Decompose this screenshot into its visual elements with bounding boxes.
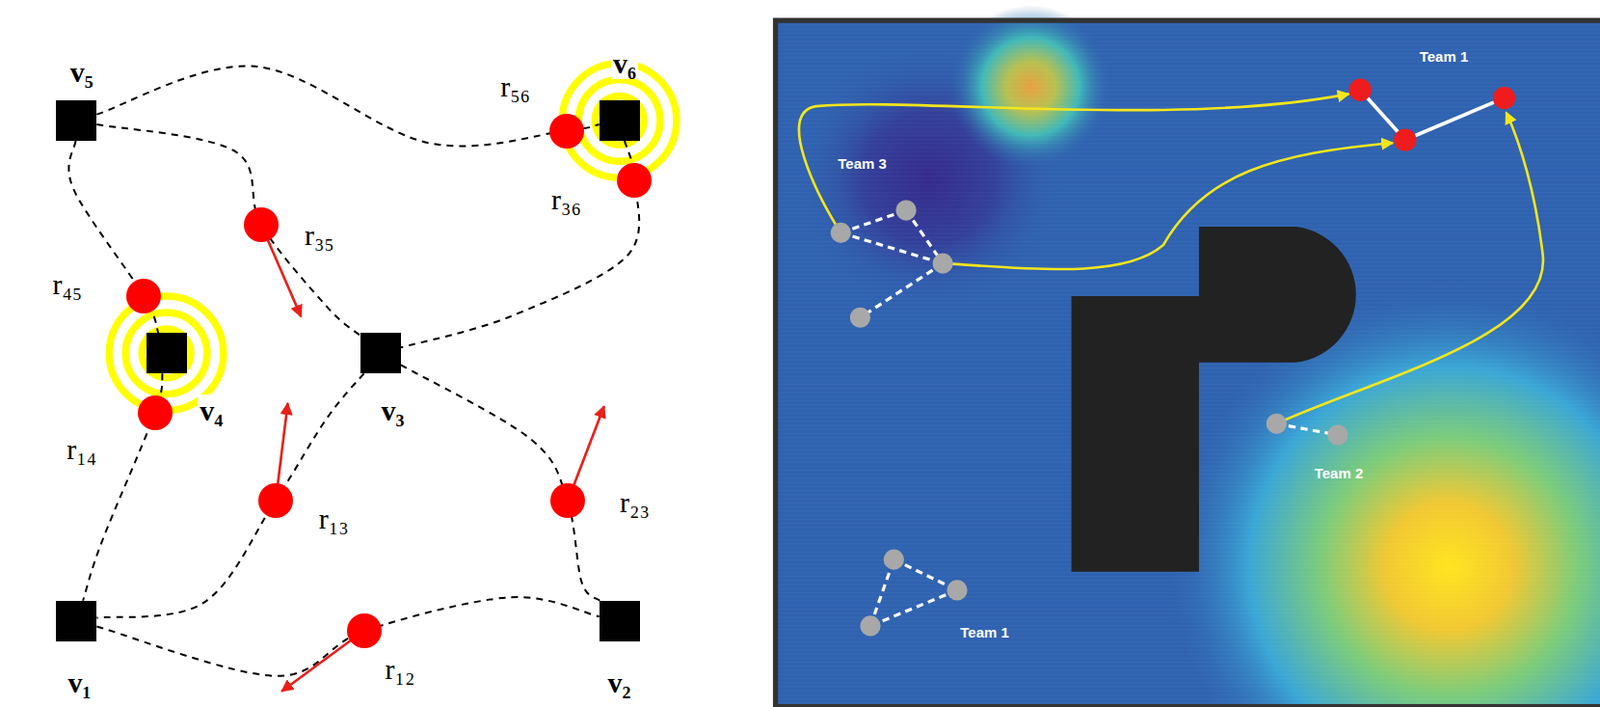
robot-label: r₅₆ bbox=[498, 70, 533, 103]
robot-dot: r₁₃ bbox=[258, 482, 294, 518]
graph-edge bbox=[96, 124, 361, 336]
graph-edge bbox=[96, 373, 364, 617]
robot-label: r₄₅ bbox=[50, 267, 84, 300]
robot-dot: r₁₄ bbox=[137, 395, 173, 430]
robot-label: r₁₄ bbox=[64, 432, 99, 465]
graph-edge bbox=[400, 364, 600, 600]
team-label: Team 1 bbox=[1419, 48, 1469, 65]
graph-edge bbox=[400, 140, 640, 347]
robots-red bbox=[1349, 79, 1517, 152]
vertex-label: v₂ bbox=[606, 666, 634, 698]
vertex-square: v₅ bbox=[55, 100, 97, 141]
vertex-square: v₂ bbox=[599, 600, 640, 641]
trajectories bbox=[799, 93, 1544, 424]
robot-label: r₃₅ bbox=[302, 218, 337, 251]
vertex-square: v₄ bbox=[146, 332, 187, 374]
heatmap-panel bbox=[773, 4, 1600, 707]
robot-label: r₃₆ bbox=[549, 183, 584, 215]
vertex-label: v₅ bbox=[68, 55, 96, 88]
vertex-label: v₁ bbox=[66, 666, 94, 698]
team-links-solid bbox=[1360, 89, 1504, 140]
team-links bbox=[840, 210, 1338, 626]
robot-dot: r₄₅ bbox=[126, 278, 161, 314]
vertex-label: v₃ bbox=[379, 394, 407, 427]
robot-dot: r₂₃ bbox=[550, 482, 586, 518]
graph-edge bbox=[96, 596, 599, 676]
team-label: Team 1 bbox=[960, 623, 1010, 640]
robot-label: r₁₂ bbox=[383, 652, 418, 685]
vertex-label: v₄ bbox=[197, 394, 225, 427]
team-label: Team 3 bbox=[837, 155, 887, 172]
robot-dot: r₅₆ bbox=[549, 113, 585, 149]
vertex-label: v₆ bbox=[611, 47, 639, 80]
vertex-square: v₃ bbox=[360, 332, 401, 374]
robot-dot: r₃₆ bbox=[616, 162, 652, 198]
signal-rings bbox=[108, 63, 677, 411]
robot-dot: r₃₅ bbox=[243, 207, 279, 242]
robots-grey bbox=[830, 199, 1349, 636]
obstacle bbox=[1071, 226, 1357, 572]
robot-label: r₁₃ bbox=[317, 502, 351, 534]
robot-dot: r₁₂ bbox=[346, 613, 382, 648]
vertex-square: v₆ bbox=[599, 100, 640, 141]
robot-label: r₂₃ bbox=[617, 485, 652, 518]
motion-arrows bbox=[266, 239, 604, 692]
vertex-square: v₁ bbox=[55, 600, 97, 641]
team-label: Team 2 bbox=[1314, 464, 1364, 481]
